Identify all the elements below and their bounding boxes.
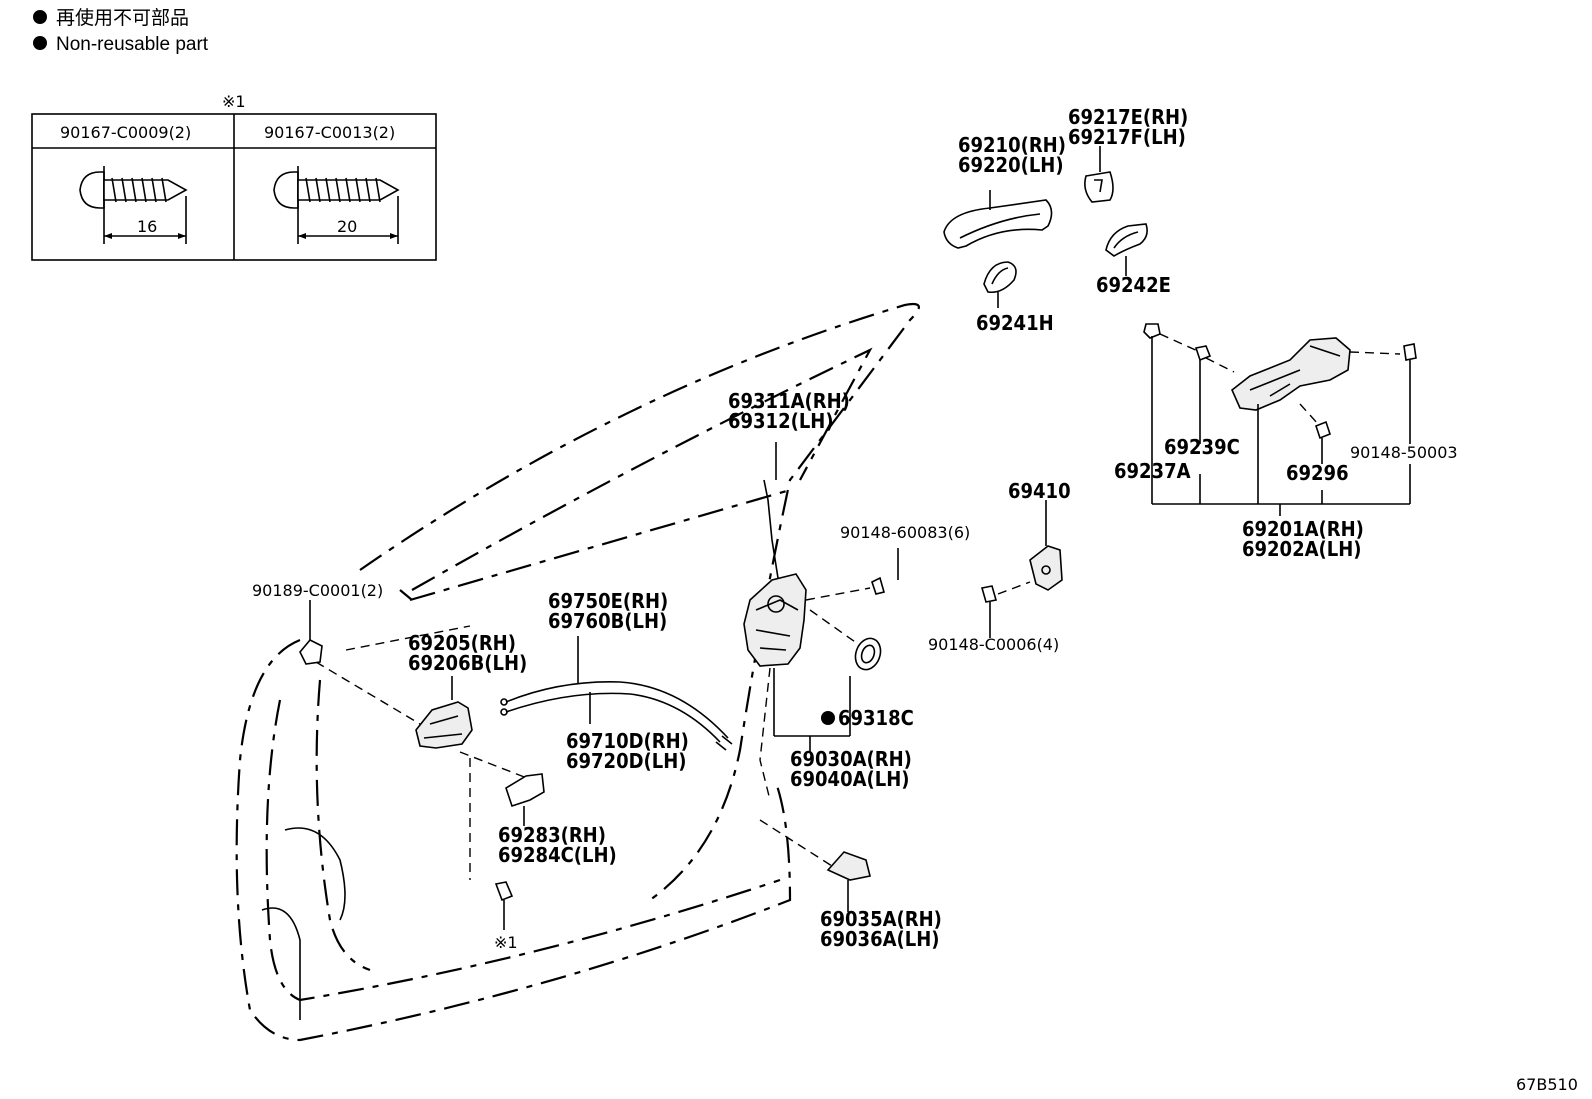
handle-pad-front (983, 261, 1017, 308)
label-69710-rh: 69710D(RH) (566, 729, 689, 753)
label-69311-rh: 69311A(RH) (728, 389, 850, 413)
legend: 再使用不可部品 Non-reusable part (33, 7, 209, 55)
label-69241: 69241H (976, 311, 1054, 335)
label-69030-rh: 69030A(RH) (790, 747, 912, 771)
door-clip (299, 600, 323, 665)
figure-code: 67B510 (1516, 1075, 1578, 1094)
label-90148-c0006: 90148-C0006(4) (928, 635, 1059, 654)
legend-en: Non-reusable part (56, 34, 209, 55)
label-69201-lh: 69202A(LH) (1242, 537, 1362, 561)
label-69201-rh: 69201A(RH) (1242, 517, 1364, 541)
screw-length-1: 16 (137, 217, 157, 236)
label-69750-lh: 69760B(LH) (548, 609, 667, 633)
lock-cables (500, 636, 733, 751)
lock-seal-ring (854, 637, 882, 671)
label-note-mark: ※1 (494, 933, 518, 952)
outside-handle (943, 190, 1053, 249)
screw-table-note-mark: ※1 (222, 92, 246, 111)
handle-frame-assembly (1143, 323, 1417, 516)
inside-handle (315, 625, 533, 880)
label-69210-rh: 69210(RH) (958, 133, 1066, 157)
label-69750-rh: 69750E(RH) (548, 589, 668, 613)
label-69242: 69242E (1096, 273, 1171, 297)
door-lock-striker (980, 500, 1063, 638)
tapping-screw-icon (273, 166, 400, 244)
label-69205-rh: 69205(RH) (408, 631, 516, 655)
label-69217-lh: 69217F(LH) (1068, 125, 1186, 149)
label-69283-rh: 69283(RH) (498, 823, 606, 847)
screw-part-number-1: 90167-C0009(2) (60, 123, 191, 142)
outside-handle-cover (1084, 146, 1114, 203)
label-69710-lh: 69720D(LH) (566, 749, 687, 773)
label-69318: 69318C (838, 706, 914, 730)
non-reusable-bullet-icon (33, 10, 47, 24)
label-69296: 69296 (1286, 461, 1349, 485)
door-outline (235, 302, 920, 1042)
label-69030-lh: 69040A(LH) (790, 767, 910, 791)
label-69205-lh: 69206B(LH) (408, 651, 527, 675)
tapping-screw-icon (79, 166, 188, 244)
label-69283-lh: 69284C(LH) (498, 843, 617, 867)
label-90148-50003: 90148-50003 (1350, 443, 1458, 462)
part-labels: 69217E(RH) 69217F(LH) 69210(RH) 69220(LH… (252, 105, 1578, 1094)
legend-jp: 再使用不可部品 (56, 7, 189, 29)
label-69311-lh: 69312(LH) (728, 409, 834, 433)
label-69410: 69410 (1008, 479, 1071, 503)
label-69239: 69239C (1164, 435, 1240, 459)
non-reusable-bullet-icon (821, 711, 835, 725)
inside-handle-screw (494, 881, 514, 930)
inside-handle-bezel (505, 773, 545, 826)
label-69035-rh: 69035A(RH) (820, 907, 942, 931)
label-90148-60083: 90148-60083(6) (840, 523, 970, 542)
door-lock-assembly (743, 442, 899, 801)
label-69237: 69237A (1114, 459, 1191, 483)
screw-table: ※1 90167-C0009(2) 90167-C0013(2) 16 (31, 92, 437, 261)
label-69217-rh: 69217E(RH) (1068, 105, 1188, 129)
screw-length-2: 20 (337, 217, 357, 236)
screw-part-number-2: 90167-C0013(2) (264, 123, 395, 142)
label-69210-lh: 69220(LH) (958, 153, 1064, 177)
label-90189: 90189-C0001(2) (252, 581, 383, 600)
non-reusable-bullet-icon (33, 36, 47, 50)
lock-protector (759, 819, 871, 912)
label-69035-lh: 69036A(LH) (820, 927, 940, 951)
handle-pad-rear (1105, 223, 1148, 276)
